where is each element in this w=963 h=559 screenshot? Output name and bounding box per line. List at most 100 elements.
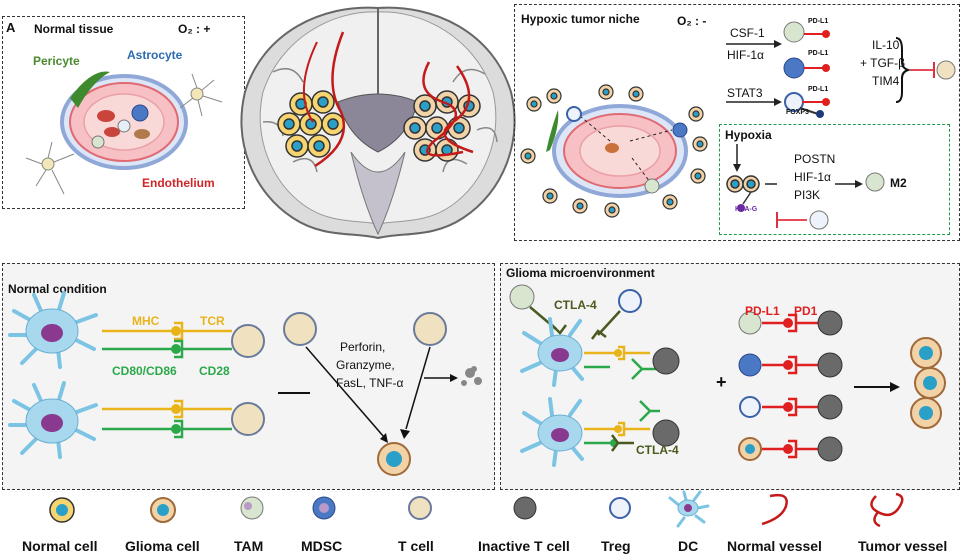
mdsc-icon (312, 496, 336, 520)
inactive-t-cell (817, 436, 843, 462)
treg-cell (739, 396, 761, 418)
effector-perforin: Perforin, (340, 340, 386, 354)
legend-t-cell: T cell (398, 538, 434, 554)
normal-tissue-illustration (25, 71, 223, 195)
mhc-label: MHC (132, 314, 160, 328)
ctla4-top-label: CTLA-4 (554, 298, 597, 312)
tumor-vessel-line (443, 65, 474, 154)
inhibited-t-cell (936, 60, 956, 80)
il10-label: IL-10 (872, 38, 900, 52)
inhibited-t-cell (809, 210, 829, 230)
hypoxia-title: Hypoxia (725, 128, 772, 142)
dc-icon (668, 490, 710, 528)
hypoxia-pathway (726, 144, 885, 230)
brain-vessels-and-cells (277, 31, 481, 168)
red-blood-cell (104, 127, 120, 137)
normal-vessel-line (303, 41, 318, 123)
tgfb-label: + TGF-β (860, 56, 906, 70)
treg-cell (566, 106, 582, 122)
brain-illustration (240, 6, 516, 240)
pericyte-shape (70, 71, 110, 108)
hypoxic-signaling-arrows (726, 21, 956, 118)
hypoxic-pericyte (546, 110, 559, 152)
tam-cell (783, 21, 805, 43)
pdl1-label-mdsc: PD-L1 (808, 50, 829, 57)
t-cell (413, 312, 447, 346)
cd80-cd86-label: CD80/CD86 (112, 364, 177, 378)
normal-condition-panel (2, 263, 495, 490)
t-cell (283, 312, 317, 346)
surrounding-glioma-cells (520, 84, 708, 218)
csf1-label: CSF-1 (730, 26, 765, 40)
glioma-microenvironment-title: Glioma microenvironment (506, 266, 655, 280)
astrocyte-right (179, 73, 223, 117)
legend-mdsc: MDSC (301, 538, 343, 554)
tam-cell (865, 172, 885, 192)
tam-cell (91, 135, 105, 149)
pericyte-label: Pericyte (33, 54, 80, 68)
red-blood-cell (97, 110, 115, 122)
mdsc-cell (783, 57, 805, 79)
dc-cell (8, 291, 98, 369)
pdl1-label: PD-L1 (745, 304, 780, 318)
tam-cell (644, 178, 660, 194)
astrocyte-label: Astrocyte (127, 48, 183, 62)
pdl1-label-treg: PD-L1 (808, 86, 829, 93)
inactive-t-cell (652, 419, 680, 447)
migration-arrow (579, 115, 611, 142)
legend-glioma-cell: Glioma cell (125, 538, 200, 554)
cytokine-brace (895, 37, 912, 103)
legend-normal-vessel: Normal vessel (727, 538, 822, 554)
treg-icon (609, 497, 631, 519)
hypoxic-vessel-illustration (520, 84, 708, 218)
tam-icon (240, 496, 264, 520)
tcr-label: TCR (200, 314, 225, 328)
legend-dc: DC (678, 538, 699, 554)
mdsc-cell (672, 122, 688, 138)
apoptotic-debris (461, 366, 482, 386)
plus-sign: + (716, 372, 727, 392)
migration-arrow (631, 157, 651, 183)
astrocyte-left (25, 141, 75, 195)
dc-cell (8, 381, 98, 459)
normal-cell-icon (49, 497, 75, 523)
m2-label: M2 (890, 176, 907, 190)
mdsc-cell (131, 104, 149, 122)
mdsc-cell (738, 353, 762, 377)
t-cell-icon (408, 496, 432, 520)
tim4-label: TIM4 (872, 74, 900, 88)
migration-arrow (629, 129, 673, 142)
legend-icons (49, 490, 904, 528)
tam-cell (509, 284, 535, 310)
normal-cell-cluster (277, 90, 345, 158)
hypoxic-vessel-lumen (579, 125, 661, 177)
hif1a-label: HIF-1α (727, 48, 764, 62)
hypoxic-niche-panel (514, 4, 960, 241)
foxp3-label: FOXP3 (786, 109, 809, 116)
dc-cell (520, 397, 584, 467)
pi3k-label: PI3K (794, 188, 821, 202)
hypoxia-hif1a-label: HIF-1α (794, 170, 831, 184)
pdl1-pd1-interactions (738, 310, 843, 462)
red-blood-cell (134, 129, 150, 139)
effector-fasl: FasL, TNF-α (336, 376, 404, 390)
normal-condition-title: Normal condition (8, 282, 107, 296)
hypoxic-o2-label: O₂ : - (677, 14, 707, 28)
panel-a-letter: A (6, 20, 16, 35)
legend-tumor-vessel: Tumor vessel (858, 538, 948, 554)
legend-treg: Treg (601, 538, 631, 554)
tumor-vessel-icon (870, 492, 904, 528)
glioma-proliferation (910, 337, 946, 429)
legend-tam: TAM (234, 538, 264, 554)
legend-inactive-t-cell: Inactive T cell (478, 538, 570, 554)
stat3-label: STAT3 (727, 86, 763, 100)
endothelium-label: Endothelium (142, 176, 215, 190)
effector-granzyme: Granzyme, (336, 358, 395, 372)
glioma-cell-icon (150, 497, 176, 523)
tumor-vessel-line (422, 61, 464, 157)
inactive-t-cell (817, 352, 843, 378)
cd28-label: CD28 (199, 364, 230, 378)
red-blood-cell (605, 143, 619, 153)
tam-cell (738, 311, 762, 335)
normal-condition-illustration (8, 291, 482, 476)
